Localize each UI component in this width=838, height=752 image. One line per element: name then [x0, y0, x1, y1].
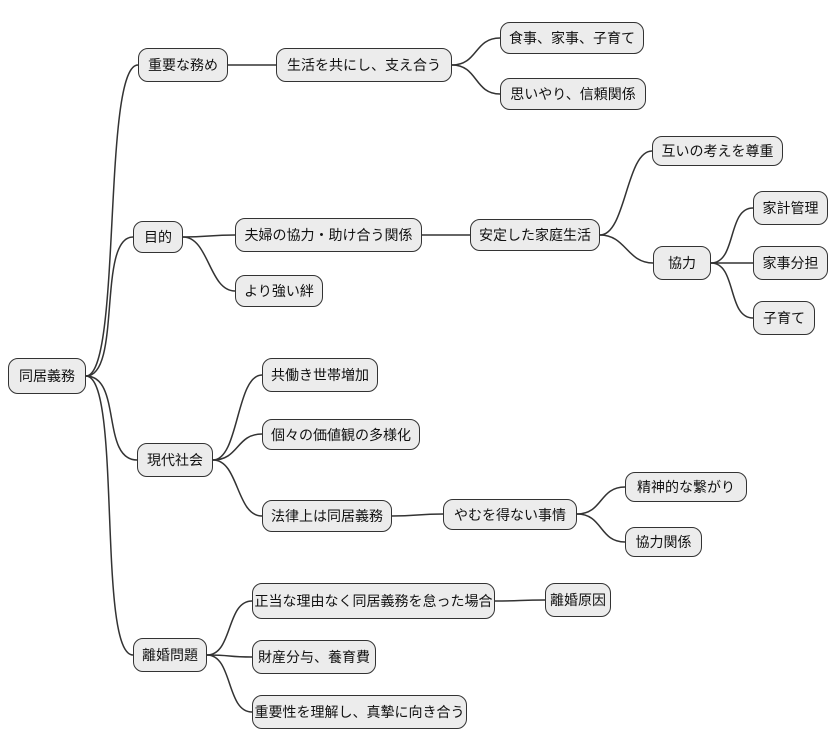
- edge-root-divorce: [85, 375, 134, 656]
- mindmap-node-meals: 食事、家事、子育て: [500, 22, 644, 54]
- edge-modern-diverse-values: [212, 433, 263, 461]
- mindmap-node-stable-home: 安定した家庭生活: [470, 219, 600, 251]
- mindmap-node-property: 財産分与、養育費: [252, 640, 376, 674]
- mindmap-node-purpose: 目的: [133, 221, 183, 253]
- edge-purpose-stronger-bond: [182, 236, 236, 292]
- mindmap-node-legal-duty: 法律上は同居義務: [262, 500, 392, 532]
- mindmap-node-diverse-values: 個々の価値観の多様化: [262, 419, 420, 450]
- edge-stable-home-coop: [599, 234, 654, 264]
- mindmap-node-important-duty: 重要な務め: [138, 48, 228, 82]
- mindmap-node-respect: 互いの考えを尊重: [652, 136, 783, 166]
- mindmap-node-sincerity: 重要性を理解し、真摯に向き合う: [252, 695, 467, 729]
- edge-purpose-couple-coop: [182, 234, 236, 238]
- edge-divorce-neglect: [206, 600, 253, 656]
- edge-neglect-divorce-cause: [494, 599, 546, 602]
- edge-live-support-meals: [451, 37, 501, 66]
- mindmap-node-compassion: 思いやり、信頼関係: [500, 78, 646, 110]
- mindmap-node-root: 同居義務: [8, 358, 86, 394]
- mindmap-node-housework: 家事分担: [753, 246, 828, 280]
- edge-divorce-sincerity: [206, 654, 253, 713]
- edge-live-support-compassion: [451, 64, 501, 95]
- mindmap-node-spiritual: 精神的な繋がり: [625, 472, 747, 502]
- mindmap-node-unavoidable: やむを得ない事情: [443, 499, 577, 530]
- edge-coop-budget: [710, 207, 754, 264]
- edge-coop-childcare: [710, 262, 754, 319]
- mindmap-node-budget: 家計管理: [753, 191, 828, 225]
- edge-divorce-property: [206, 654, 253, 658]
- edge-modern-dual-income: [212, 374, 263, 461]
- mindmap-node-modern: 現代社会: [137, 443, 213, 477]
- edge-unavoidable-coop-rel: [576, 513, 626, 543]
- mindmap-node-childcare: 子育て: [753, 301, 815, 335]
- edge-root-purpose: [85, 236, 134, 377]
- edge-stable-home-respect: [599, 150, 653, 236]
- mindmap-node-divorce-cause: 離婚原因: [545, 583, 611, 617]
- edge-root-important-duty: [85, 64, 139, 377]
- edge-legal-duty-unavoidable: [391, 513, 444, 517]
- mindmap-node-stronger-bond: より強い絆: [235, 275, 323, 307]
- mindmap-node-divorce: 離婚問題: [133, 638, 207, 672]
- mindmap-node-couple-coop: 夫婦の協力・助け合う関係: [235, 218, 422, 252]
- mindmap-node-coop: 協力: [653, 246, 711, 280]
- mindmap-node-live-support: 生活を共にし、支え合う: [276, 48, 452, 82]
- mindmap-node-neglect: 正当な理由なく同居義務を怠った場合: [252, 583, 495, 619]
- edge-modern-legal-duty: [212, 459, 263, 517]
- mindmap-node-dual-income: 共働き世帯増加: [262, 358, 378, 392]
- mindmap-node-coop-rel: 協力関係: [625, 527, 702, 557]
- edge-root-modern: [85, 375, 138, 461]
- edge-unavoidable-spiritual: [576, 486, 626, 515]
